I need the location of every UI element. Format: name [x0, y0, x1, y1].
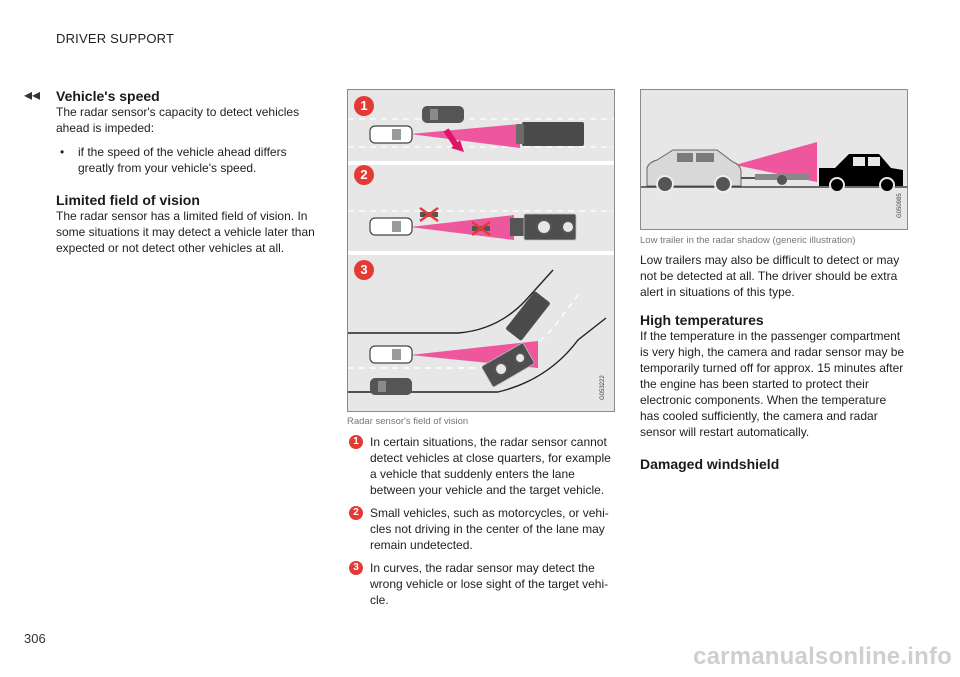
number-badge-1: 1	[349, 435, 363, 449]
motorcycle-1	[419, 207, 439, 222]
section-text-high-temperatures: If the temperature in the passenger comp…	[640, 329, 905, 439]
page-header-title: DRIVER SUPPORT	[56, 31, 175, 46]
bullet-icon: •	[60, 145, 65, 159]
low-trailer-illustration: G050985	[640, 89, 908, 230]
suv-car	[646, 149, 742, 193]
motorcycle-2	[471, 221, 491, 236]
section-title-vehicle-speed: Vehicle's speed	[56, 88, 160, 104]
section-title-limited-field: Limited field of vision	[56, 192, 200, 208]
target-car	[819, 154, 903, 193]
low-trailer-text: Low trailers may also be difficult to de…	[640, 253, 900, 299]
left-column: Vehicle's speed The radar sensor's capac…	[56, 88, 320, 256]
list-item: 2 Small vehicles, such as motorcycles, o…	[347, 505, 615, 553]
page-number: 306	[24, 631, 46, 646]
figure-code: G053222	[600, 375, 606, 400]
radar-beam-1	[410, 124, 520, 148]
tractor-front	[510, 218, 524, 236]
radar-field-of-vision-illustration: 1 2 3 G053222	[347, 89, 615, 412]
low-trailer-drawing	[641, 142, 907, 193]
radar-beam	[735, 142, 817, 182]
radar-beam-2	[410, 215, 514, 240]
figure1-caption: Radar sensor's field of vision	[347, 416, 469, 427]
own-car-1	[369, 125, 413, 144]
list-item-text: In certain situations, the radar sensor …	[370, 435, 611, 497]
radar-scenes-drawing	[348, 106, 614, 395]
list-item-text: Small vehicles, such as motorcycles, or …	[370, 506, 609, 552]
figure-badge-2: 2	[354, 165, 374, 185]
figure-badge-1: 1	[354, 96, 374, 116]
number-badge-3: 3	[349, 561, 363, 575]
truck-in-curve	[506, 291, 550, 341]
right-column: Low trailers may also be difficult to de…	[640, 252, 908, 472]
watermark: carmanualsonline.info	[693, 643, 952, 670]
list-item: 1 In certain situations, the radar senso…	[347, 434, 615, 498]
section-text-vehicle-speed: The radar sensor's capacity to detect ve…	[56, 105, 300, 135]
numbered-list: 1 In certain situations, the radar senso…	[347, 434, 615, 615]
list-item-text: In curves, the radar sensor may detect t…	[370, 561, 609, 607]
bullet-text: if the speed of the vehicle ahead differ…	[78, 145, 287, 175]
figure2-caption: Low trailer in the radar shadow (generic…	[640, 235, 856, 246]
adjacent-car	[370, 378, 412, 395]
continued-from-previous-page-icon: ◂◂	[24, 87, 41, 104]
bullet-item: • if the speed of the vehicle ahead diff…	[56, 144, 320, 176]
own-car-3	[369, 345, 413, 364]
section-title-damaged-windshield: Damaged windshield	[640, 456, 780, 472]
section-text-limited-field: The radar sensor has a limited field of …	[56, 209, 315, 255]
cutting-in-car	[422, 106, 464, 123]
number-badge-2: 2	[349, 506, 363, 520]
figure-code: G050985	[897, 193, 903, 218]
truck-1	[522, 122, 584, 146]
list-item: 3 In curves, the radar sensor may detect…	[347, 560, 615, 608]
low-trailer	[741, 174, 809, 185]
tractor-in-curve	[481, 342, 535, 388]
section-title-high-temperatures: High temperatures	[640, 312, 764, 328]
figure-badge-3: 3	[354, 260, 374, 280]
own-car-2	[369, 217, 413, 236]
